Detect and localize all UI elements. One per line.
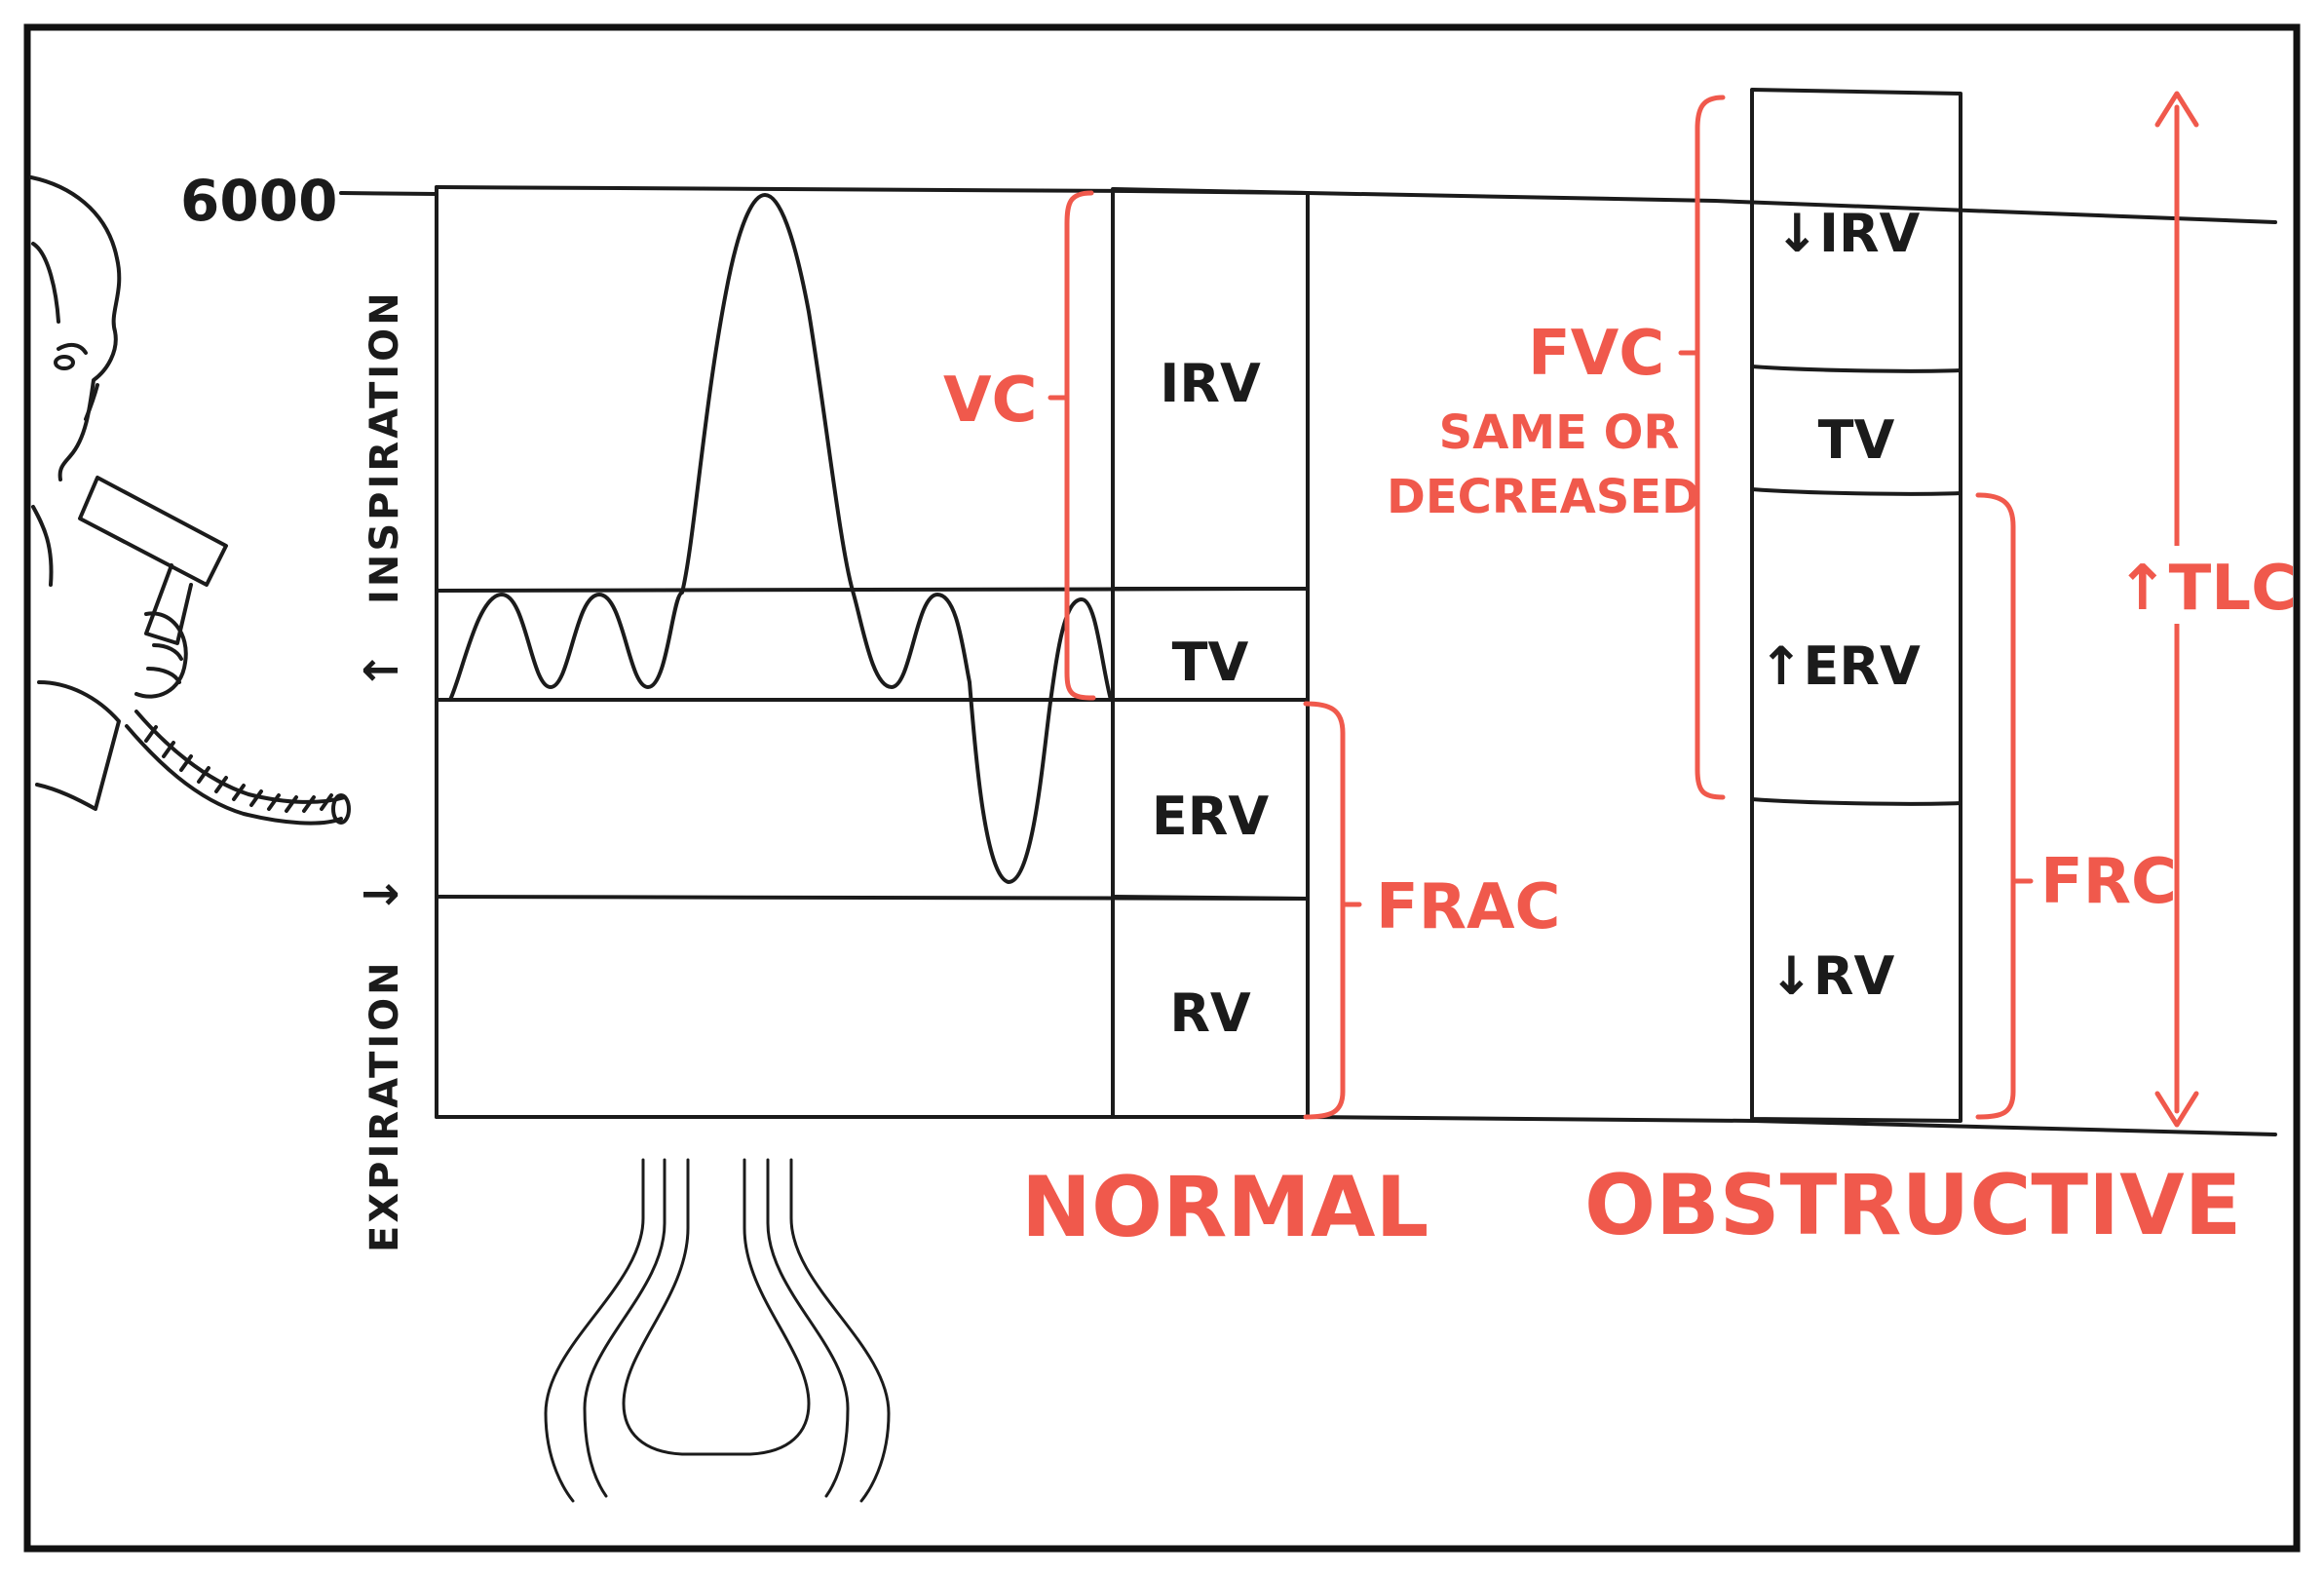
frac-bracket	[1303, 701, 1362, 1120]
obstructive-rv-label: ↓RV	[1770, 945, 1895, 1007]
frc-bracket	[1975, 492, 2034, 1120]
obstructive-heading: OBSTRUCTIVE	[1584, 1157, 2241, 1254]
obstructive-column	[1750, 88, 1962, 1123]
fvc-bracket	[1678, 95, 1726, 800]
normal-erv-label: ERV	[1152, 786, 1269, 847]
frc-label: FRC	[2040, 846, 2177, 918]
normal-tv-label: TV	[1172, 632, 1249, 693]
fvc-note-line1: SAME OR	[1439, 405, 1680, 460]
normal-heading: NORMAL	[1021, 1159, 1429, 1256]
spirogram-grid	[435, 185, 2277, 1136]
normal-rv-label: RV	[1169, 982, 1251, 1044]
expiration-label-arrow-icon: ↓	[355, 875, 409, 914]
obstructive-erv-label: ↑ERV	[1759, 635, 1921, 697]
axis-top-tick	[339, 191, 438, 196]
axis-top-value: 6000	[180, 168, 337, 234]
outer-frame	[23, 23, 2301, 1553]
obstructive-irv-label: ↓IRV	[1775, 203, 1921, 264]
spirogram-trace	[448, 193, 1132, 884]
fvc-label: FVC	[1528, 318, 1664, 390]
tlc-label-backdrop	[2114, 546, 2270, 624]
expiration-label: EXPIRATION	[362, 959, 407, 1252]
airflow-illustration	[544, 1158, 891, 1503]
frac-label: FRAC	[1376, 871, 1561, 943]
vc-label: VC	[943, 365, 1038, 437]
obstructive-tv-label: TV	[1818, 409, 1895, 471]
inspiration-label: INSPIRATION	[362, 289, 407, 604]
patient-illustration	[29, 175, 351, 826]
inspiration-arrow-icon: ↑	[355, 651, 409, 690]
vc-bracket	[1048, 190, 1096, 701]
tlc-label: ↑TLC	[2116, 553, 2297, 625]
fvc-note-line2: DECREASED	[1387, 470, 1700, 524]
normal-irv-label: IRV	[1160, 353, 1261, 414]
